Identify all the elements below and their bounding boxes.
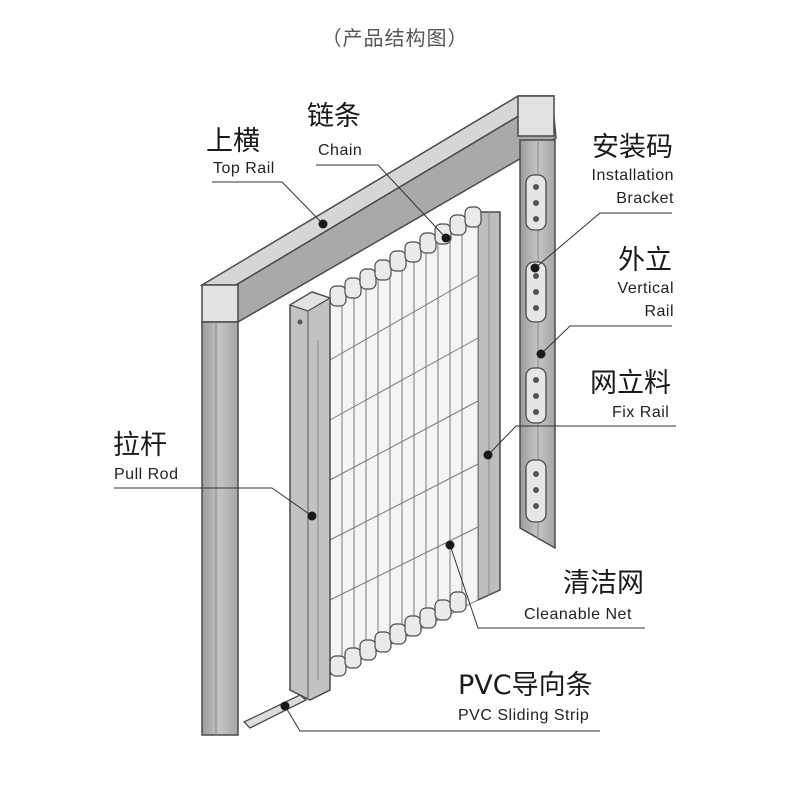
label-fix-rail-en: Fix Rail [612, 404, 670, 421]
diagram-caption: （产品结构图） [321, 26, 469, 50]
label-pvc-sliding-strip-zh: PVC导向条 [458, 670, 593, 701]
pull-rod [288, 291, 332, 701]
label-vertical-rail-zh: 外立 [618, 245, 672, 276]
label-cleanable-net-en: Cleanable Net [524, 606, 632, 623]
label-fix-rail-zh: 网立料 [590, 368, 671, 399]
bracket-holes [533, 184, 539, 509]
label-chain-en: Chain [318, 142, 363, 159]
label-installation-bracket-en-2: Bracket [616, 190, 674, 207]
label-cleanable-net-zh: 清洁网 [563, 568, 644, 599]
label-installation-bracket-zh: 安装码 [592, 132, 673, 163]
cleanable-net [329, 211, 479, 676]
label-pvc-sliding-strip-en: PVC Sliding Strip [458, 707, 590, 724]
label-vertical-rail-en-2: Rail [644, 303, 674, 320]
pointer-dots [280, 219, 546, 711]
label-pull-rod-zh: 拉杆 [113, 430, 167, 461]
label-installation-bracket-en-1: Installation [591, 167, 674, 184]
label-pull-rod-en: Pull Rod [114, 466, 179, 483]
top-rail [199, 94, 557, 324]
label-top-rail-en: Top Rail [213, 160, 275, 177]
pvc-sliding-strip [242, 694, 308, 729]
label-vertical-rail-en-1: Vertical [617, 280, 674, 297]
label-top-rail-zh: 上横 [206, 126, 260, 157]
leader-lines [114, 164, 676, 732]
fix-rail [477, 211, 501, 602]
left-post [201, 321, 239, 736]
bottom-chain [329, 591, 467, 677]
top-chain [329, 206, 482, 307]
label-chain-zh: 链条 [307, 101, 361, 132]
